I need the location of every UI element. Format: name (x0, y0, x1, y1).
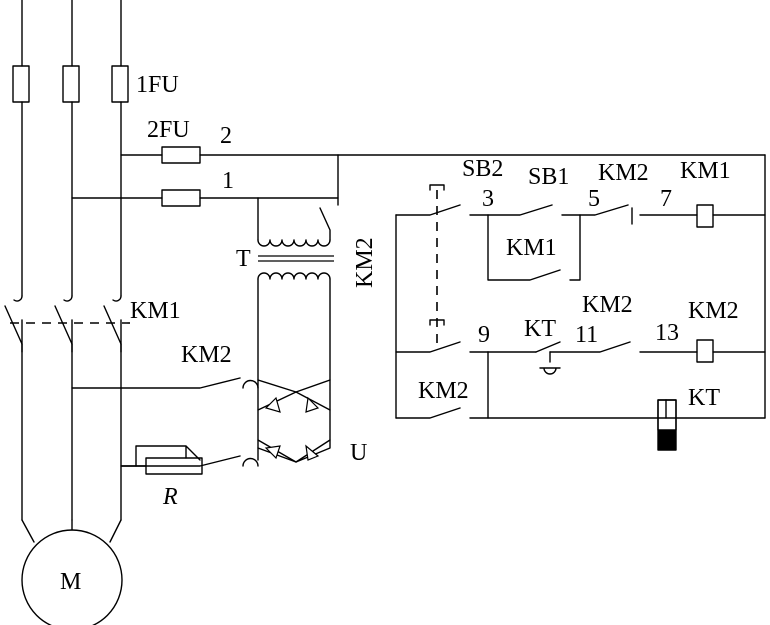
rung-km2 (395, 319, 766, 419)
label-2fu: 2FU (147, 117, 190, 143)
label-km2-nc: KM2 (582, 292, 633, 318)
label-sb1: SB1 (528, 164, 569, 190)
motor-label: M (60, 569, 81, 595)
label-rectifier: U (350, 440, 367, 466)
label-resistor: R (162, 484, 178, 510)
node-7: 7 (660, 186, 672, 212)
label-km1-coil: KM1 (680, 158, 731, 184)
label-kt-coil: KT (688, 385, 720, 411)
node-11: 11 (575, 322, 598, 348)
resistor (120, 445, 203, 475)
km1-main-contacts (4, 295, 130, 353)
node-2: 2 (220, 123, 232, 149)
label-1fu: 1FU (136, 72, 179, 98)
transformer (257, 197, 339, 381)
three-phase-lines (21, 0, 122, 521)
node-13: 13 (655, 320, 679, 346)
rung-km1 (395, 184, 766, 345)
rectifier-bridge (257, 379, 331, 463)
label-km2-hold: KM2 (418, 378, 469, 404)
label-km2-top: KM2 (598, 160, 649, 186)
label-kt-contact: KT (524, 316, 556, 342)
label-km2-vertical: KM2 (352, 237, 378, 288)
node-9: 9 (478, 322, 490, 348)
motor (21, 519, 123, 625)
label-km1-main: KM1 (130, 298, 181, 324)
label-km2-coil: KM2 (688, 298, 739, 324)
node-1: 1 (222, 168, 234, 194)
label-km2-dc: KM2 (181, 342, 232, 368)
fuse-1fu (12, 65, 129, 103)
label-sb2: SB2 (462, 156, 503, 182)
node-5: 5 (588, 186, 600, 212)
node-3: 3 (482, 186, 494, 212)
label-transformer: T (236, 246, 251, 272)
label-km1-hold: KM1 (506, 235, 557, 261)
km2-dc-contacts (71, 377, 259, 467)
kt-coil (657, 399, 677, 451)
